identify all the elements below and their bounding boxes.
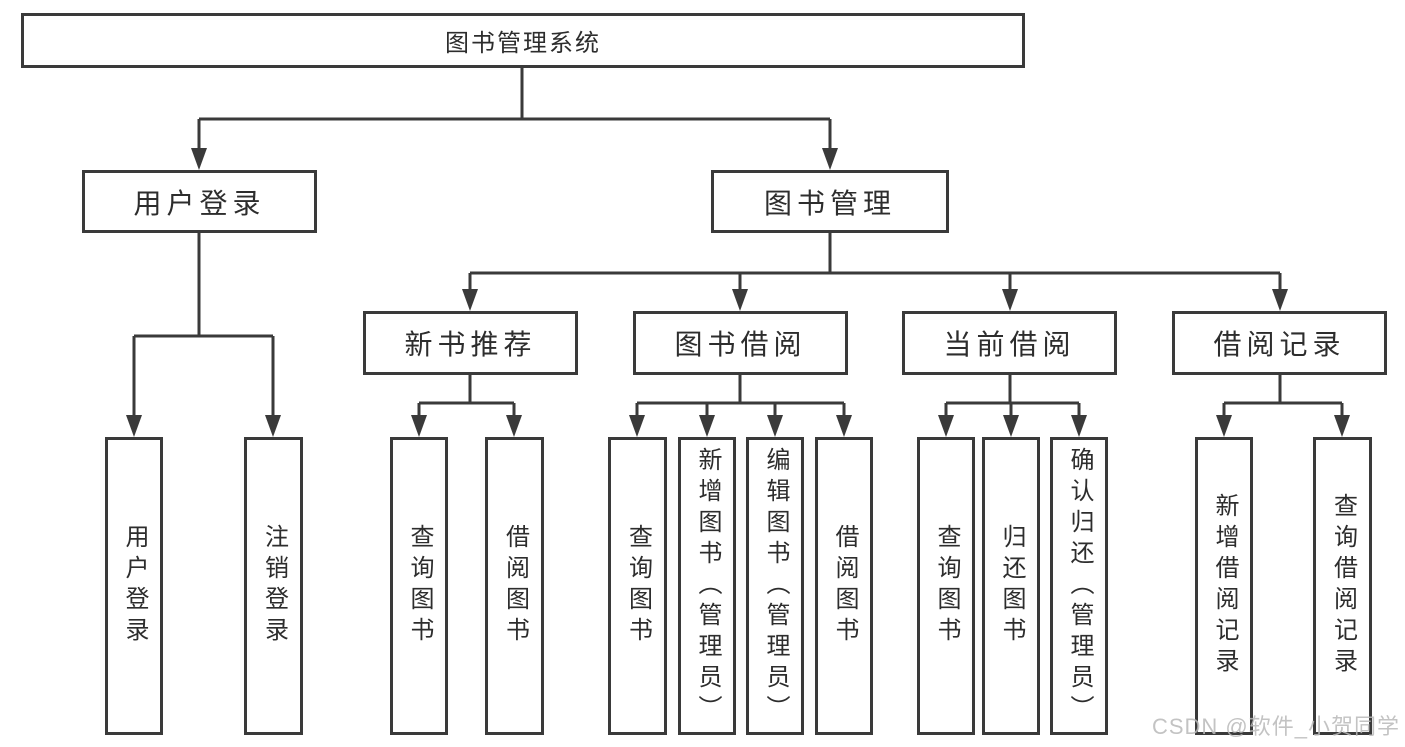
- node-book-borrow-label: 图书借阅: [674, 329, 807, 360]
- leaf-add-book-admin-label: 新增图书（管理员）: [694, 446, 721, 726]
- connector-new-book-children: [411, 375, 522, 437]
- node-current-borrow-label: 当前借阅: [943, 329, 1076, 360]
- leaf-borrow-books-borrow: 借阅图书: [815, 437, 873, 735]
- csdn-watermark: CSDN @软件_小贺同学: [1151, 714, 1400, 739]
- leaf-query-books-borrow-label: 查询图书: [624, 524, 652, 648]
- leaf-query-books-current-label: 查询图书: [933, 524, 960, 648]
- node-new-book-recommend-label: 新书推荐: [404, 329, 537, 360]
- leaf-borrow-books-recommend-label: 借阅图书: [501, 524, 529, 648]
- leaf-confirm-return-admin: 确认归还（管理员）: [1050, 437, 1108, 735]
- node-user-login-label: 用户登录: [133, 187, 266, 219]
- leaf-logout-label: 注销登录: [260, 524, 288, 648]
- connector-borrow-record-children: [1216, 375, 1350, 437]
- leaf-query-books-current: 查询图书: [917, 437, 975, 735]
- leaf-logout: 注销登录: [244, 437, 303, 735]
- connector-book-borrow-children: [629, 375, 852, 437]
- leaf-return-book: 归还图书: [982, 437, 1040, 735]
- leaf-user-login: 用户登录: [105, 437, 163, 735]
- node-borrow-records: 借阅记录: [1172, 311, 1387, 375]
- connector-book-management-children: [462, 233, 1288, 311]
- node-borrow-records-label: 借阅记录: [1213, 329, 1346, 360]
- node-new-book-recommend: 新书推荐: [363, 311, 578, 375]
- leaf-add-borrow-record-label: 新增借阅记录: [1211, 493, 1238, 679]
- node-root-system: 图书管理系统: [21, 13, 1025, 68]
- node-book-borrow: 图书借阅: [633, 311, 848, 375]
- node-book-management-label: 图书管理: [763, 187, 896, 219]
- leaf-user-login-label: 用户登录: [121, 524, 148, 648]
- leaf-return-book-label: 归还图书: [998, 524, 1025, 648]
- leaf-borrow-books-borrow-label: 借阅图书: [831, 524, 858, 648]
- connector-user-login-children: [126, 233, 281, 437]
- leaf-edit-book-admin: 编辑图书（管理员）: [746, 437, 804, 735]
- connector-current-borrow-children: [938, 375, 1087, 437]
- leaf-add-borrow-record: 新增借阅记录: [1195, 437, 1253, 735]
- node-book-management: 图书管理: [711, 170, 949, 233]
- leaf-confirm-return-admin-label: 确认归还（管理员）: [1066, 446, 1093, 726]
- leaf-query-borrow-record: 查询借阅记录: [1313, 437, 1372, 735]
- node-root-label: 图书管理系统: [445, 30, 601, 57]
- node-current-borrow: 当前借阅: [902, 311, 1117, 375]
- leaf-query-books-recommend: 查询图书: [390, 437, 448, 735]
- leaf-query-borrow-record-label: 查询借阅记录: [1329, 493, 1357, 679]
- connector-root-to-level2: [191, 68, 838, 170]
- leaf-borrow-books-recommend: 借阅图书: [485, 437, 544, 735]
- leaf-query-books-borrow: 查询图书: [608, 437, 667, 735]
- node-user-login: 用户登录: [82, 170, 317, 233]
- leaf-add-book-admin: 新增图书（管理员）: [678, 437, 736, 735]
- leaf-query-books-recommend-label: 查询图书: [406, 524, 433, 648]
- leaf-edit-book-admin-label: 编辑图书（管理员）: [762, 446, 789, 726]
